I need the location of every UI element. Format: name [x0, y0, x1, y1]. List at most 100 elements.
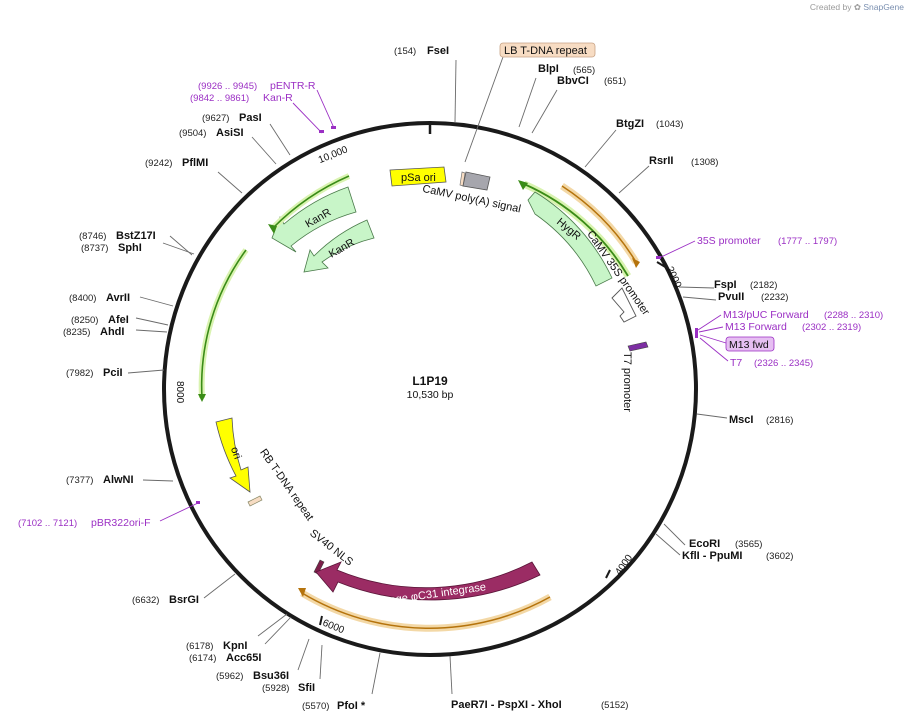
- primer-m13-fwd: M13 fwd: [729, 339, 769, 351]
- site-pos-fspi: (2182): [750, 280, 777, 291]
- primer-kan-r: Kan-R: [263, 92, 293, 104]
- lb-repeat-label: LB T-DNA repeat: [504, 45, 587, 57]
- camv35s-arrow: [611, 287, 637, 323]
- primer-m13-forward: M13 Forward: [725, 321, 787, 333]
- site-pos-fsei: (154): [394, 46, 416, 57]
- primers: (9926 .. 9945) pENTR-R (9842 .. 9861) Ka…: [18, 80, 883, 529]
- site-pos-ecori: (3565): [735, 539, 762, 550]
- site-pos-btgzi: (1043): [656, 119, 683, 130]
- primer-pos-t7: (2326 .. 2345): [754, 358, 813, 369]
- primer-pos-kan-r: (9842 .. 9861): [190, 93, 249, 104]
- restriction-sites: (154) FseI BlpI (565) BbvCI (651) BtgZI …: [63, 45, 793, 712]
- rb-repeat-label: RB T-DNA repeat: [257, 447, 315, 523]
- kanr-feature-1: KanR: [271, 186, 357, 253]
- site-pos-asisi: (9504): [179, 128, 206, 139]
- site-pos-bbvci: (651): [604, 76, 626, 87]
- site-alwni: AlwNI: [103, 474, 134, 486]
- site-ahdi: AhdI: [100, 326, 124, 338]
- credit-brand: SnapGene: [863, 2, 904, 12]
- primer-pbr322ori-f: pBR322ori-F: [91, 517, 151, 529]
- orange-arc-top: [561, 185, 637, 263]
- site-pos-rsrii: (1308): [691, 157, 718, 168]
- primer-m13-puc-forward: M13/pUC Forward: [723, 309, 809, 321]
- site-pos-ahdi: (8235): [63, 327, 90, 338]
- site-pos-bsrgi: (6632): [132, 595, 159, 606]
- site-btgzi: BtgZI: [616, 118, 644, 130]
- sv40-label: SV40 NLS: [307, 527, 355, 568]
- site-bstz17i: BstZ17I: [116, 230, 156, 242]
- site-bsrgi: BsrGI: [169, 594, 199, 606]
- site-pos-pfoi: (5570): [302, 701, 329, 712]
- lb-repeat-feature: LB T-DNA repeat: [459, 42, 596, 191]
- site-sfii: SfiI: [298, 682, 315, 694]
- site-pos-pasi: (9627): [202, 113, 229, 124]
- green-arc-left: [200, 249, 247, 399]
- site-pos-bstz17i: (8746): [79, 231, 106, 242]
- green-arc-left-top: [272, 175, 350, 229]
- primer-pos-pentr-r: (9926 .. 9945): [198, 81, 257, 92]
- site-avrii: AvrII: [106, 292, 130, 304]
- site-pos-sfii: (5928): [262, 683, 289, 694]
- site-pos-sphi: (8737): [81, 243, 108, 254]
- site-pos-msci: (2816): [766, 415, 793, 426]
- site-sphi: SphI: [118, 242, 142, 254]
- site-fsei: FseI: [427, 45, 449, 57]
- m13-fwd-tag: [725, 336, 775, 352]
- green-arc-right: [523, 183, 629, 277]
- primer-pos-pbr322ori-f: (7102 .. 7121): [18, 518, 77, 529]
- site-pos-acc65i: (6174): [189, 653, 216, 664]
- primer-pos-m13-puc-forward: (2288 .. 2310): [824, 310, 883, 321]
- primer-pentr-r: pENTR-R: [270, 80, 316, 92]
- site-pvuii: PvuII: [718, 291, 744, 303]
- site-pfoi: PfoI *: [337, 700, 366, 712]
- snapgene-credit: Created by ✿ SnapGene: [810, 2, 904, 13]
- site-pos-pcii: (7982): [66, 368, 93, 379]
- ori-label: ori: [228, 445, 243, 461]
- site-pos-pflmi: (9242): [145, 158, 172, 169]
- site-xhoi: PaeR7I - PspXI - XhoI: [451, 699, 562, 711]
- site-asisi: AsiSI: [216, 127, 244, 139]
- primer-pos-35s-promoter: (1777 .. 1797): [778, 236, 837, 247]
- psa-ori-label: pSa ori: [401, 172, 436, 184]
- site-pos-avrii: (8400): [69, 293, 96, 304]
- site-ecori: EcoRI: [689, 538, 720, 550]
- plasmid-size: 10,530 bp: [407, 389, 454, 401]
- site-kpni: KpnI: [223, 640, 247, 652]
- snapgene-logo-icon: ✿: [853, 2, 861, 12]
- site-rsrii: RsrII: [649, 155, 673, 167]
- site-afei: AfeI: [108, 314, 129, 326]
- site-pasi: PasI: [239, 112, 262, 124]
- primer-pos-m13-forward: (2302 .. 2319): [802, 322, 861, 333]
- t7-promoter-label: T7 promoter: [621, 352, 633, 412]
- orange-arc-bottom: [301, 592, 551, 629]
- tick-2000: 2000: [664, 265, 684, 290]
- credit-prefix: Created by: [809, 2, 852, 12]
- site-pos-xhoi: (5152): [601, 700, 628, 711]
- site-pos-blpi: (565): [573, 65, 595, 76]
- integrase-feature: phage φC31 integrase: [315, 561, 541, 608]
- site-pos-pvuii: (2232): [761, 292, 788, 303]
- rb-repeat-feature: [247, 495, 263, 507]
- site-bbvci: BbvCI: [557, 75, 589, 87]
- site-leaders: [127, 59, 728, 695]
- site-pos-afei: (8250): [71, 315, 98, 326]
- site-pcii: PciI: [103, 367, 123, 379]
- primer-35s-promoter: 35S promoter: [697, 235, 761, 247]
- site-pos-kfli-ppumi: (3602): [766, 551, 793, 562]
- site-pos-bsu36i: (5962): [216, 671, 243, 682]
- primer-t7: T7: [730, 357, 742, 369]
- plasmid-name: L1P19: [412, 374, 448, 388]
- site-acc65i: Acc65I: [226, 652, 261, 664]
- site-msci: MscI: [729, 414, 753, 426]
- ori-feature: ori: [215, 417, 251, 493]
- site-pos-alwni: (7377): [66, 475, 93, 486]
- t7-promoter-feature: T7 promoter: [621, 341, 649, 412]
- site-fspi: FspI: [714, 279, 737, 291]
- site-pos-kpni: (6178): [186, 641, 213, 652]
- site-blpi: BlpI: [538, 63, 559, 75]
- site-pflmi: PflMI: [182, 157, 208, 169]
- tick-8000: 8000: [174, 381, 185, 404]
- psa-ori-feature: pSa ori: [389, 166, 447, 187]
- green-arc-left-halo: [198, 248, 249, 399]
